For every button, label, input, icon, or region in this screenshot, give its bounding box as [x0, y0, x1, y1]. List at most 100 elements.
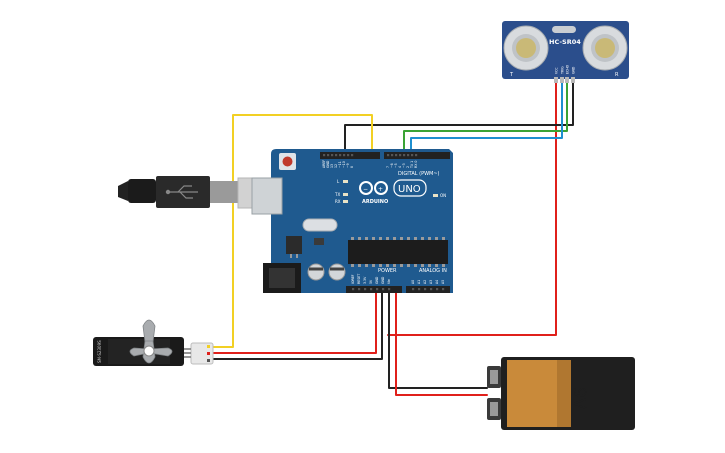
wires — [212, 81, 574, 396]
digital-pin-hole[interactable] — [391, 154, 394, 157]
arduino-logo-plus: + — [378, 186, 383, 193]
digital-pin-label: 4 — [398, 166, 402, 168]
analog-pin-label: A0 — [411, 280, 415, 284]
digital-pin-hole[interactable] — [331, 154, 334, 157]
digital-pin-label: ~11 — [338, 161, 342, 168]
digital-pin-hole[interactable] — [351, 154, 354, 157]
usb-jack — [251, 177, 283, 215]
power-pin-hole[interactable] — [370, 288, 373, 291]
sensor-mark-r: R — [615, 72, 619, 78]
analog-pin-label: A4 — [435, 280, 439, 284]
wire-servo-signal[interactable] — [212, 114, 373, 348]
digital-pin-label: ~9 — [346, 163, 350, 168]
wire-sensor-trig[interactable] — [410, 81, 563, 154]
power-pin-label: IOREF — [351, 274, 355, 284]
sensor-pin-label: VCC — [555, 67, 559, 74]
wire-sensor-echo[interactable] — [403, 81, 568, 154]
sensor-pin-label: ECHO — [566, 64, 570, 74]
power-pin-label: GND — [381, 276, 385, 284]
digital-pin-hole[interactable] — [387, 154, 390, 157]
digital-pin-hole[interactable] — [335, 154, 338, 157]
servo-shaft — [143, 345, 155, 357]
power-pin-hole[interactable] — [352, 288, 355, 291]
digital-pin-hole[interactable] — [343, 154, 346, 157]
wire-servo-power[interactable] — [212, 290, 377, 354]
reset-button[interactable] — [279, 153, 296, 170]
power-pin-label: RESET — [357, 274, 361, 284]
battery-9v[interactable]: 9V — [487, 357, 635, 430]
digital-pin-hole[interactable] — [327, 154, 330, 157]
sensor-crystal — [552, 26, 576, 33]
status-leds: L TX RX — [334, 179, 348, 204]
digital-pin-label: ~10 — [342, 161, 346, 168]
wire-servo-gnd[interactable] — [212, 290, 383, 360]
digital-pin-hole[interactable] — [407, 154, 410, 157]
analog-pin-label: A3 — [429, 280, 433, 284]
crystal — [302, 218, 338, 232]
digital-header — [320, 152, 450, 159]
power-pin-label: 5V — [369, 279, 373, 284]
power-jack — [263, 263, 301, 293]
power-led-label: ON — [440, 193, 446, 198]
sensor-mark-t: T — [509, 72, 514, 78]
arduino-model: UNO — [398, 184, 421, 195]
led-label-tx: TX — [334, 192, 340, 197]
digital-pin-label: AREF — [322, 160, 326, 168]
analog-pin-hole[interactable] — [412, 288, 415, 291]
digital-pin-hole[interactable] — [339, 154, 342, 157]
sensor-pin[interactable] — [554, 77, 558, 83]
arduino-logo — [359, 181, 388, 195]
power-pin-label: Vin — [387, 279, 391, 284]
digital-pin-label: 12 — [334, 164, 338, 168]
servo-model-label: SM-S2309S — [97, 340, 102, 363]
arduino-brand: ARDUINO — [362, 199, 388, 205]
wire-sensor-vcc[interactable] — [387, 81, 557, 336]
battery-label-area — [507, 360, 557, 427]
arduino-logo-minus: − — [363, 186, 368, 193]
power-header-label: POWER — [378, 268, 397, 274]
digital-pin-hole[interactable] — [347, 154, 350, 157]
digital-pin-hole[interactable] — [403, 154, 406, 157]
digital-pin-label: ~5 — [394, 163, 398, 168]
power-pin-hole[interactable] — [382, 288, 385, 291]
smd-part — [314, 238, 324, 245]
capacitors — [307, 263, 346, 281]
transmitter-transducer — [503, 25, 549, 71]
digital-pin-label: TX 1 — [410, 161, 414, 169]
digital-pin-hole[interactable] — [411, 154, 414, 157]
sensor-pin[interactable] — [560, 77, 564, 83]
power-pin-hole[interactable] — [364, 288, 367, 291]
power-pin-hole[interactable] — [376, 288, 379, 291]
analog-pin-hole[interactable] — [424, 288, 427, 291]
digital-pin-hole[interactable] — [323, 154, 326, 157]
battery-voltage-label: 9V — [569, 387, 589, 410]
analog-pin-hole[interactable] — [430, 288, 433, 291]
digital-pin-label: ~3 — [402, 163, 406, 168]
power-led — [433, 194, 438, 197]
digital-pin-hole[interactable] — [395, 154, 398, 157]
digital-pin-label: ~6 — [390, 163, 394, 168]
power-pin-label: 3.3V — [363, 276, 367, 284]
usb-icon — [165, 185, 198, 199]
analog-pin-hole[interactable] — [418, 288, 421, 291]
power-pin-hole[interactable] — [388, 288, 391, 291]
power-pin-label: GND — [375, 276, 379, 284]
regulator — [286, 236, 302, 254]
sensor-pin[interactable] — [565, 77, 569, 83]
digital-pin-hole[interactable] — [415, 154, 418, 157]
micro-servo[interactable]: SM-S2309S — [93, 319, 214, 366]
microcontroller-chip — [348, 237, 448, 267]
analog-pin-label: A1 — [417, 280, 421, 284]
sensor-pin[interactable] — [571, 77, 575, 83]
analog-pin-hole[interactable] — [436, 288, 439, 291]
wire-sensor-gnd[interactable] — [344, 81, 574, 154]
wire-battery-vin[interactable] — [395, 290, 488, 396]
digital-pin-hole[interactable] — [399, 154, 402, 157]
power-pin-hole[interactable] — [358, 288, 361, 291]
wire-battery-gnd[interactable] — [388, 290, 488, 389]
analog-pin-hole[interactable] — [442, 288, 445, 291]
